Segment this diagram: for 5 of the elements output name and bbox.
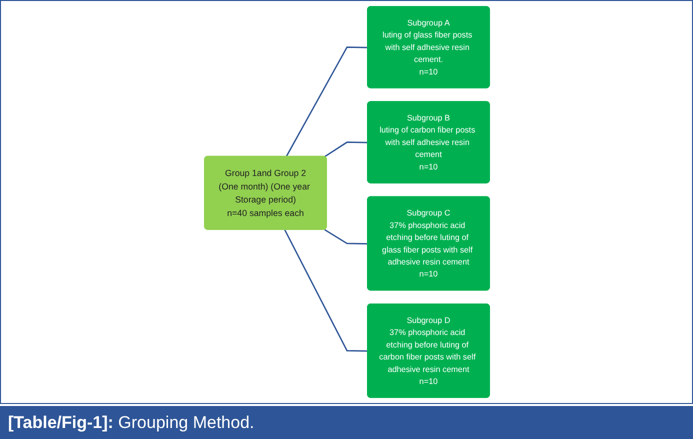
connector [284, 230, 368, 352]
connector [285, 46, 368, 157]
connector [324, 229, 368, 244]
figure-caption: [Table/Fig-1]: Grouping Method. [8, 413, 254, 432]
connector [324, 142, 368, 158]
